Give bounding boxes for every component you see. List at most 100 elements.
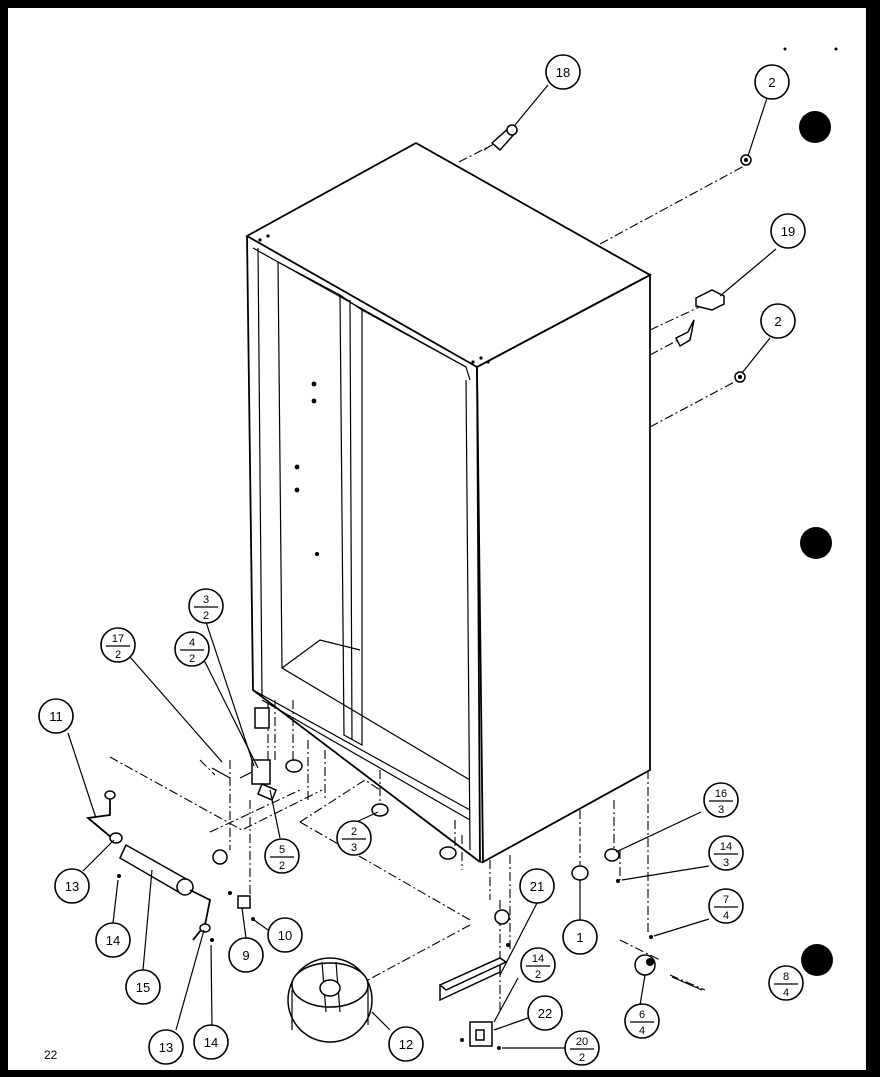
callout-quantity: 2 <box>189 653 195 665</box>
assembly-lines <box>109 141 745 1010</box>
callout-17-2: 172 <box>100 627 136 663</box>
callout-5-2: 52 <box>264 838 300 874</box>
callout-circle <box>708 888 744 924</box>
callout-circle <box>564 1030 600 1066</box>
callout-part-number: 2 <box>768 75 775 90</box>
part-22-bracket <box>460 1021 501 1050</box>
callout-part-number: 9 <box>242 948 249 963</box>
callout-9: 9 <box>228 937 264 973</box>
callout-14-2: 142 <box>520 947 556 983</box>
callout-circle <box>264 838 300 874</box>
callout-2-3: 23 <box>336 820 372 856</box>
part-6-roller <box>634 935 703 991</box>
callout-circle <box>100 627 136 663</box>
callout-part-number: 19 <box>781 224 795 239</box>
callout-14b: 14 <box>193 1024 229 1060</box>
callout-8-4: 84 <box>768 965 804 1001</box>
callout-13b: 13 <box>148 1029 184 1065</box>
callout-16-3: 163 <box>703 782 739 818</box>
callout-circle <box>519 868 555 904</box>
callout-circle <box>760 303 796 339</box>
callout-circle <box>54 868 90 904</box>
callout-part-number: 15 <box>136 980 150 995</box>
part-9-clip <box>237 895 251 909</box>
callout-circle <box>527 995 563 1031</box>
callout-2b: 2 <box>760 303 796 339</box>
callout-part-number: 21 <box>530 879 544 894</box>
callout-part-number: 22 <box>538 1006 552 1021</box>
callout-part-number: 18 <box>556 65 570 80</box>
callout-circle <box>193 1024 229 1060</box>
callout-part-number: 16 <box>715 788 727 800</box>
callout-circle <box>174 631 210 667</box>
callout-part-number: 2 <box>774 314 781 329</box>
callout-part-number: 12 <box>399 1037 413 1052</box>
callout-circle <box>228 937 264 973</box>
refrigerator-cabinet <box>245 141 652 864</box>
part-18-hinge-pin <box>483 124 519 152</box>
callout-part-number: 7 <box>723 894 729 906</box>
callout-circle <box>95 922 131 958</box>
callout-7-4: 74 <box>708 888 744 924</box>
part-11-13-15-tubing-assembly <box>85 790 214 942</box>
callout-quantity: 2 <box>579 1052 585 1064</box>
callout-part-number: 8 <box>783 971 789 983</box>
part-21-grille <box>438 956 508 1002</box>
leader-lines <box>67 84 777 1049</box>
callout-circle <box>38 698 74 734</box>
callout-quantity: 3 <box>351 842 357 854</box>
callout-circle <box>545 54 581 90</box>
callout-part-number: 13 <box>159 1040 173 1055</box>
callout-21: 21 <box>519 868 555 904</box>
callout-circle <box>703 782 739 818</box>
callout-circle <box>768 965 804 1001</box>
callout-14-3: 143 <box>708 835 744 871</box>
callout-quantity: 4 <box>639 1025 645 1037</box>
callout-13a: 13 <box>54 868 90 904</box>
callout-6-4: 64 <box>624 1003 660 1039</box>
callout-part-number: 17 <box>112 633 124 645</box>
callout-circle <box>267 917 303 953</box>
callout-part-number: 14 <box>204 1035 218 1050</box>
part-19-hinge <box>674 289 725 348</box>
callout-circle <box>562 919 598 955</box>
callout-1: 1 <box>562 919 598 955</box>
callout-part-number: 6 <box>639 1009 645 1021</box>
callout-quantity: 3 <box>718 804 724 816</box>
callout-12: 12 <box>388 1026 424 1062</box>
callout-circle <box>708 835 744 871</box>
part-2-bolt-top <box>740 154 752 166</box>
callout-circle <box>520 947 556 983</box>
callout-circle <box>336 820 372 856</box>
callout-circle <box>388 1026 424 1062</box>
callout-part-number: 14 <box>720 841 732 853</box>
page-number: 22 <box>44 1048 58 1062</box>
callout-part-number: 14 <box>532 953 544 965</box>
callout-18: 18 <box>545 54 581 90</box>
callout-22: 22 <box>527 995 563 1031</box>
callout-4-2: 42 <box>174 631 210 667</box>
callout-part-number: 13 <box>65 879 79 894</box>
callout-10: 10 <box>267 917 303 953</box>
callout-part-number: 1 <box>576 930 583 945</box>
callout-11: 11 <box>38 698 74 734</box>
callout-circle <box>770 213 806 249</box>
callout-circle <box>148 1029 184 1065</box>
callout-2a: 2 <box>754 64 790 100</box>
callout-quantity: 4 <box>723 910 729 922</box>
callout-quantity: 3 <box>723 857 729 869</box>
callout-part-number: 11 <box>49 709 63 724</box>
part-12-insulation-ring <box>287 957 373 1043</box>
callout-circle <box>188 588 224 624</box>
callout-quantity: 2 <box>115 649 121 661</box>
part-hinge-bracket-left <box>211 707 277 801</box>
callout-part-number: 4 <box>189 637 195 649</box>
callout-part-number: 2 <box>351 826 357 838</box>
callout-quantity: 2 <box>279 860 285 872</box>
callout-14a: 14 <box>95 922 131 958</box>
callout-quantity: 4 <box>783 987 789 999</box>
callout-part-number: 10 <box>278 928 292 943</box>
callout-quantity: 2 <box>535 969 541 981</box>
